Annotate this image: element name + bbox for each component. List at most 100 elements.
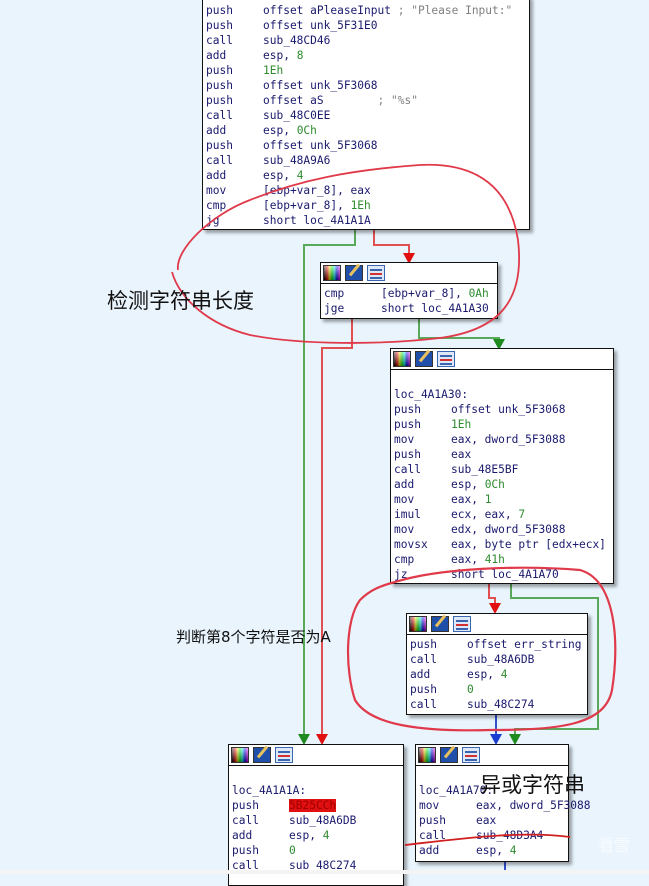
- mnemonic: jz: [394, 568, 408, 581]
- block-header: [407, 614, 587, 635]
- asm-line[interactable]: push offset unk_5F3068: [206, 138, 526, 153]
- rename-pen-icon[interactable]: [345, 265, 363, 281]
- color-picker-icon[interactable]: [418, 747, 436, 763]
- asm-line[interactable]: mov [ebp+var_8], eax: [206, 183, 526, 198]
- mnemonic: push: [410, 638, 437, 651]
- mnemonic: mov: [206, 184, 227, 197]
- operand: eax, dword_5F3088: [476, 799, 591, 812]
- asm-line[interactable]: cmp[ebp+var_8], 1Eh: [206, 198, 526, 213]
- mnemonic: push: [410, 683, 437, 696]
- block-header: [229, 745, 403, 766]
- edge-cmp-to-loc_4A1A30: [418, 318, 500, 345]
- mnemonic: add: [394, 478, 415, 491]
- status-strip: [0, 870, 649, 874]
- graph-overview-icon[interactable]: [453, 616, 471, 632]
- graph-overview-icon[interactable]: [275, 747, 293, 763]
- mnemonic: push: [206, 139, 233, 152]
- rename-pen-icon[interactable]: [431, 616, 449, 632]
- mnemonic: movsx: [394, 538, 428, 551]
- immediate: 4: [322, 829, 330, 842]
- operand: esp,: [289, 829, 323, 842]
- immediate: 1Eh: [263, 64, 284, 77]
- graph-overview-icon[interactable]: [462, 747, 480, 763]
- immediate: 0Ch: [484, 478, 505, 491]
- immediate: 4: [509, 844, 517, 857]
- comment: ; "Please Input:": [397, 4, 513, 17]
- rename-pen-icon[interactable]: [253, 747, 271, 763]
- mnemonic: push: [206, 94, 233, 107]
- block-label: loc_4A1A30:: [394, 388, 469, 401]
- asm-line[interactable]: cmp[ebp+var_8], 0Ah: [324, 286, 494, 301]
- asm-line[interactable]: push offset err_string: [410, 637, 584, 652]
- operand: sub_48C274: [467, 698, 535, 711]
- color-picker-icon[interactable]: [323, 265, 341, 281]
- rename-pen-icon[interactable]: [440, 747, 458, 763]
- graph-overview-icon[interactable]: [437, 351, 455, 367]
- operand: offset unk_5F3068: [263, 139, 378, 152]
- asm-line[interactable]: call sub_48A6DB: [232, 813, 400, 828]
- operand: eax: [476, 814, 497, 827]
- color-picker-icon[interactable]: [409, 616, 427, 632]
- operand: offset unk_5F3068: [263, 79, 378, 92]
- operand: [ebp+var_8], eax: [263, 184, 371, 197]
- mnemonic: cmp: [206, 199, 227, 212]
- highlighted-operand: 5B25CCh: [289, 799, 337, 812]
- operand: sub_48A6DB: [289, 814, 357, 827]
- rename-pen-icon[interactable]: [415, 351, 433, 367]
- color-picker-icon[interactable]: [393, 351, 411, 367]
- graph-overview-icon[interactable]: [367, 265, 385, 281]
- immediate: 1Eh: [451, 418, 472, 431]
- operand: offset unk_5F31E0: [263, 19, 378, 32]
- immediate: 0Ch: [296, 124, 317, 137]
- mnemonic: call: [232, 814, 259, 827]
- operand: offset err_string: [467, 638, 582, 651]
- color-picker-icon[interactable]: [231, 747, 249, 763]
- operand: esp,: [263, 169, 297, 182]
- edge-cmp-to-loc_4A1A1A: [321, 318, 353, 740]
